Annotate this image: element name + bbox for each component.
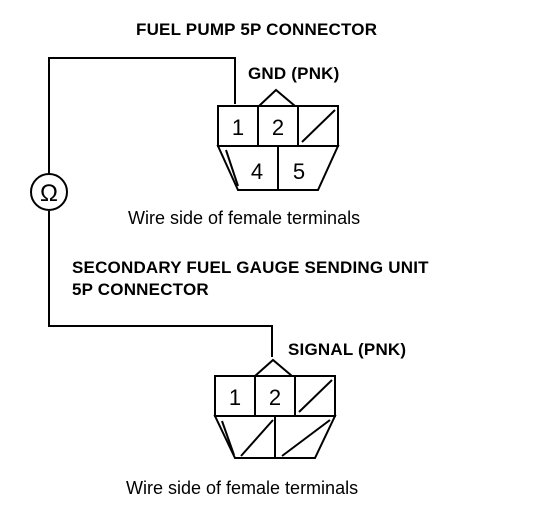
lead-to-gnd — [48, 57, 236, 174]
fuel-pump-connector-title: FUEL PUMP 5P CONNECTOR — [136, 20, 378, 39]
empty-pin-slash — [281, 419, 331, 457]
ohmmeter-icon: Ω — [30, 173, 68, 211]
pin-4-label: 4 — [251, 159, 263, 184]
empty-pin-slash — [298, 379, 333, 413]
empty-pin-slash — [221, 420, 235, 456]
fuel-pump-connector-caption: Wire side of female terminals — [128, 208, 361, 228]
gnd-pin-label: GND (PNK) — [248, 64, 340, 83]
fuel-pump-connector — [216, 88, 340, 191]
connector-bottom-row — [213, 415, 337, 459]
empty-pin-slash — [301, 109, 336, 143]
sending-unit-connector-title-line2: 5P CONNECTOR — [72, 280, 209, 299]
signal-pin-label: SIGNAL (PNK) — [288, 340, 407, 359]
sending-unit-connector — [213, 358, 337, 459]
lead-to-signal — [48, 211, 273, 357]
pin-2-label: 2 — [272, 115, 284, 140]
connector-bottom-row — [216, 145, 340, 191]
sending-unit-connector-caption: Wire side of female terminals — [126, 478, 359, 498]
empty-pin-slash — [240, 419, 274, 457]
pin-5-label: 5 — [293, 159, 305, 184]
ohm-symbol: Ω — [40, 180, 58, 207]
pin-1-label: 1 — [232, 115, 244, 140]
sending-unit-connector-title: SECONDARY FUEL GAUGE SENDING UNIT — [72, 258, 429, 277]
connector-latch — [258, 88, 296, 107]
pin-2-label: 2 — [269, 385, 281, 410]
test-lead-wires — [48, 57, 273, 357]
empty-pin-slash — [225, 149, 239, 187]
connector-latch — [254, 358, 293, 377]
pin-1-label: 1 — [229, 385, 241, 410]
